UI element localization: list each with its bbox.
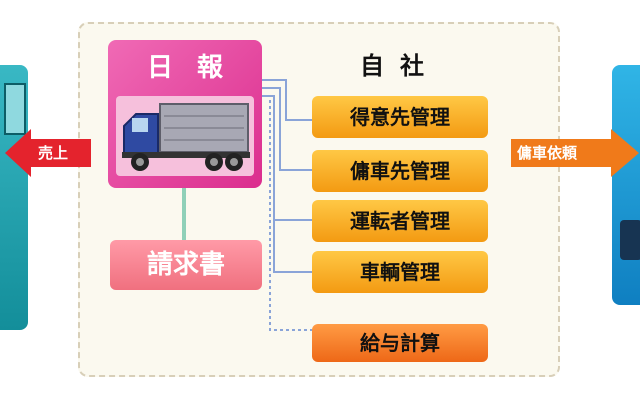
company-label: 自社	[360, 52, 440, 80]
driver-management-box: 運転者管理	[312, 200, 488, 242]
sales-arrow-label: 売上	[38, 144, 69, 162]
right-party-box	[612, 65, 640, 305]
company-frame	[78, 22, 560, 377]
truck-icon	[122, 103, 250, 171]
daily-report-title: 日報	[146, 53, 247, 83]
right-party-truck-icon	[620, 220, 640, 260]
left-party-box	[0, 65, 28, 330]
charter-request-arrow	[511, 129, 639, 177]
daily-report-box: 日報	[108, 40, 262, 188]
sales-arrow	[5, 129, 91, 177]
report-to-invoice-connector	[182, 188, 186, 240]
left-party-window	[4, 83, 26, 135]
charter-management-box: 傭車先管理	[312, 150, 488, 192]
payroll-box: 給与計算	[312, 324, 488, 362]
truck-illustration	[116, 96, 254, 176]
vehicle-management-box: 車輌管理	[312, 251, 488, 293]
customer-management-box: 得意先管理	[312, 96, 488, 138]
charter-request-arrow-label: 傭車依頼	[517, 144, 578, 162]
invoice-box: 請求書	[110, 240, 262, 290]
